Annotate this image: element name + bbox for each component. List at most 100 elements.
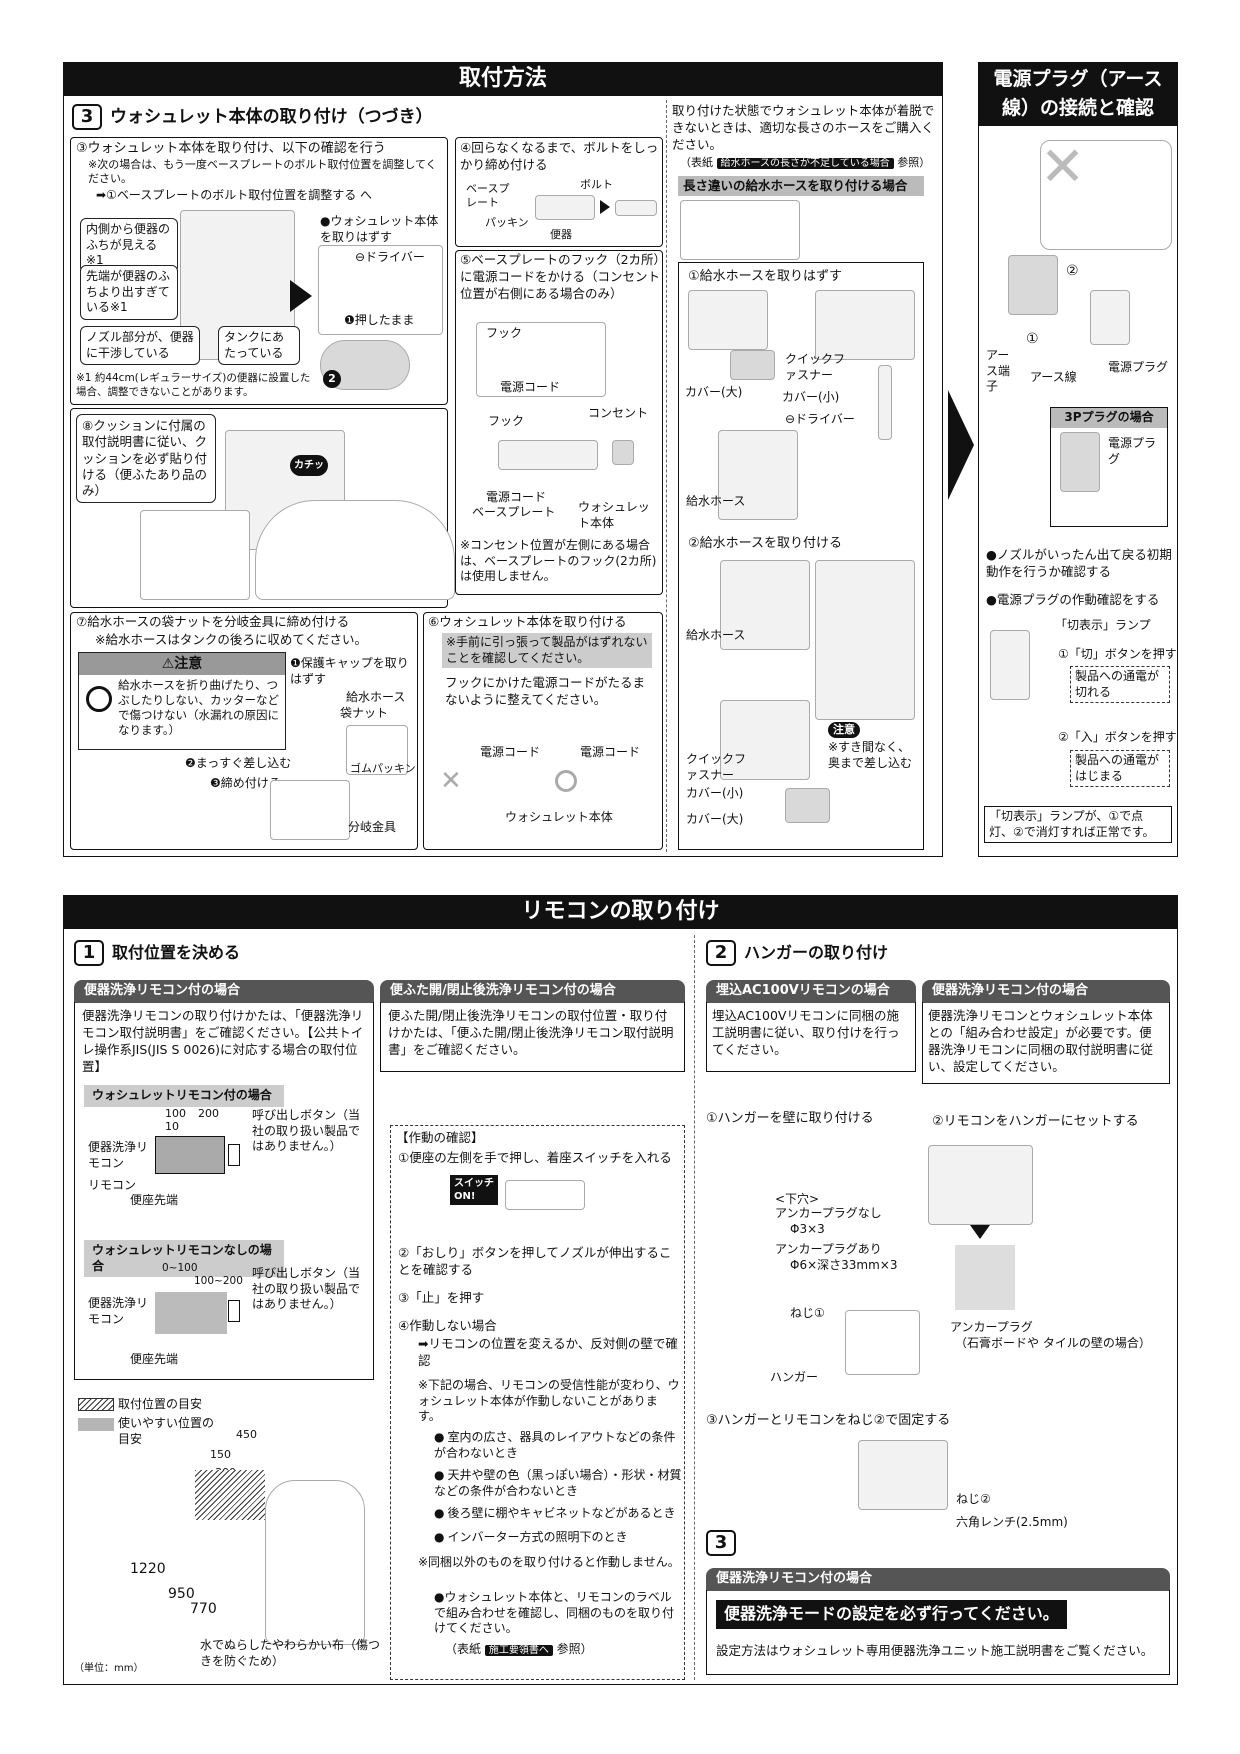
off-result: 製品への通電が切れる	[1070, 666, 1170, 704]
callout-tank: タンクにあたっている	[218, 326, 300, 366]
legend-hatch	[78, 1398, 114, 1411]
gasket-label: ゴムパッキン	[350, 762, 416, 775]
sub6-cord-2: 電源コード	[580, 745, 641, 759]
flush-label: 便器洗浄リモコン	[88, 1140, 149, 1170]
outlet-illustration	[1008, 255, 1058, 315]
cond-4: インバーター方式の照明下のとき	[434, 1530, 682, 1546]
section-e-box	[706, 1590, 1170, 1675]
off-button-label: ①「切」ボタンを押す	[1058, 647, 1177, 661]
remote-fixed-illustration	[858, 1440, 948, 1510]
with-remote-bar: ウォシュレットリモコン付の場合	[84, 1085, 284, 1107]
arrow-right-icon	[290, 280, 312, 312]
section-e-text: 設定方法はウォシュレット専用便器洗浄ユニット施工説明書をご覧ください。	[716, 1643, 1154, 1658]
section-c-text: 埋込AC100Vリモコンに同梱の施工説明書に従い、取り付けを行ってください。	[712, 1008, 900, 1057]
cap-label: ❶保護キャップを取りはずす	[290, 656, 409, 686]
sub8-text: ⑧クッションに付属の取付説明書に従い、クッションを必ず貼り付ける（便ふたあり品の…	[76, 414, 216, 504]
section-a-bar: 便器洗浄リモコン付の場合	[74, 980, 374, 1003]
section-d-bar: 便器洗浄リモコン付の場合	[922, 980, 1170, 1003]
sub4-packing: パッキン	[485, 216, 529, 229]
remote-label: リモコン	[88, 1178, 137, 1192]
remote-step1-title: 1 取付位置を決める	[74, 940, 240, 966]
section-c-bar: 埋込AC100Vリモコンの場合	[706, 980, 916, 1003]
section-b-bar: 便ふた開/閉止後洗浄リモコン付の場合	[380, 980, 685, 1003]
section-c-box	[706, 1002, 916, 1072]
hose-label-3: 給水ホース	[686, 628, 746, 642]
p3-box	[1050, 407, 1168, 527]
p3-outlet-illustration	[1060, 432, 1100, 492]
bolt-tight-illustration	[615, 200, 657, 216]
dim-450: 450	[236, 1428, 257, 1441]
cover-large-illustration	[730, 350, 775, 380]
adapter-illustration	[1040, 140, 1172, 250]
remote-step2-label: ハンガーの取り付け	[744, 942, 889, 962]
sub3-note1: ※次の場合は、もう一度ベースプレートのボルト取付位置を調整してください。	[88, 158, 437, 186]
legend-1: 取付位置の目安	[118, 1397, 203, 1411]
remote-step2-title: 2 ハンガーの取り付け	[706, 940, 888, 966]
cover-large-label-2: カバー(大)	[686, 812, 744, 826]
sub3-box	[70, 137, 448, 405]
wrong-x-icon: ✕	[1040, 135, 1086, 198]
sub4-box	[455, 137, 663, 247]
hose-bar: 長さ違いの給水ホースを取り付ける場合	[678, 176, 924, 197]
remote-step1-label: 取付位置を決める	[112, 942, 241, 962]
hook-label-2: フック	[488, 414, 525, 428]
caution-box	[78, 652, 286, 750]
check-ref: （表紙 施工要領書へ 参照）	[445, 1642, 593, 1656]
cloth-label: 水でぬらしたやわらかい布（傷つきを防ぐため）	[200, 1638, 381, 1668]
dim-10: 10	[165, 1120, 179, 1133]
section-b-box	[380, 1002, 685, 1072]
check-1: ①便座の左側を手で押し、着座スイッチを入れる	[398, 1150, 672, 1165]
sub7-box	[70, 612, 418, 850]
sub3-title: ③ウォシュレット本体を取り付け、以下の確認を行う	[76, 141, 386, 156]
plug-adapter-illustration	[1090, 290, 1130, 345]
section-d-box	[922, 1002, 1170, 1084]
hose-remove-illustration-1	[688, 290, 768, 350]
cord-label-2: 電源コード	[486, 490, 547, 504]
branch-label: 分岐金具	[348, 820, 397, 834]
remove-illustration	[318, 245, 443, 335]
cover-large-illustration-2	[785, 788, 830, 823]
toilet-main-illustration	[255, 500, 455, 600]
sub6-title: ⑥ウォシュレット本体を取り付ける	[428, 614, 627, 629]
caution-text: 給水ホースを折り曲げたり、つぶしたりしない、カッターなどで傷つけない（水漏れの原…	[118, 678, 279, 737]
dim-950: 950	[168, 1586, 195, 1602]
section-d-text: 便器洗浄リモコンとウォシュレット本体との「組み合わせ設定」が必要です。便器洗浄リ…	[928, 1008, 1154, 1074]
hook-illustration	[476, 322, 606, 397]
check-4: ④作動しない場合	[398, 1318, 497, 1333]
callout-rim-over: 先端が便器のふちより出すぎている※1	[80, 265, 178, 320]
sub6-cord-1: 電源コード	[480, 745, 541, 759]
dim-100: 100	[165, 1107, 186, 1120]
hose-steps-box	[678, 262, 924, 850]
cover-small-label: カバー(小)	[782, 390, 840, 404]
hose-s1: ①給水ホースを取りはずす	[688, 269, 843, 284]
dim-1220: 1220	[130, 1561, 166, 1577]
bolt-illustration	[535, 195, 595, 220]
on-result: 製品への通電がはじまる	[1070, 750, 1170, 788]
hose-caution-badge: 注意	[828, 722, 860, 739]
section-e-banner: 便器洗浄モードの設定を必ず行ってください。	[716, 1600, 1067, 1629]
hanger-s1: ①ハンガーを壁に取り付ける	[706, 1111, 874, 1126]
step3-number: 3	[72, 104, 102, 130]
p3-plug-label: 電源プラグ	[1108, 436, 1157, 466]
hose-label-2: 給水ホース	[686, 494, 746, 508]
wrong-x-icon: ✕	[440, 766, 462, 796]
remote-step1-number: 1	[74, 940, 104, 966]
branch-illustration	[270, 780, 350, 840]
hose-remove-illustration-3	[718, 430, 798, 520]
sub4-bolt: ボルト	[580, 178, 613, 191]
plug-label: 電源プラグ	[1108, 360, 1169, 374]
section-b-text: 便ふた開/閉止後洗浄リモコンの取付位置・取り付けかたは、「便ふた開/閉止後洗浄リ…	[388, 1008, 674, 1057]
remote-step3-number: 3	[706, 1530, 736, 1556]
remote-header: リモコンの取り付け	[63, 895, 1178, 929]
check-6: ※同梱以外のものを取り付けると作動しません。	[418, 1555, 680, 1569]
seat-press-illustration	[505, 1180, 585, 1210]
prohibit-icon	[86, 686, 112, 712]
check-3: ③「止」を押す	[398, 1290, 485, 1305]
check-7: ●ウォシュレット本体と、リモコンのラベルで組み合わせを確認し、同梱のものを取り付…	[434, 1590, 675, 1636]
hanger-s3: ③ハンガーとリモコンをねじ②で固定する	[706, 1413, 951, 1428]
cond-2: 天井や壁の色（黒っぽい場合）・形状・材質などの条件が合わないとき	[434, 1468, 682, 1499]
check-box	[390, 1125, 685, 1680]
remote-divider	[694, 935, 695, 1680]
plug-n2: ②	[1066, 263, 1079, 279]
hanger-s2: ②リモコンをハンガーにセットする	[932, 1114, 1139, 1129]
